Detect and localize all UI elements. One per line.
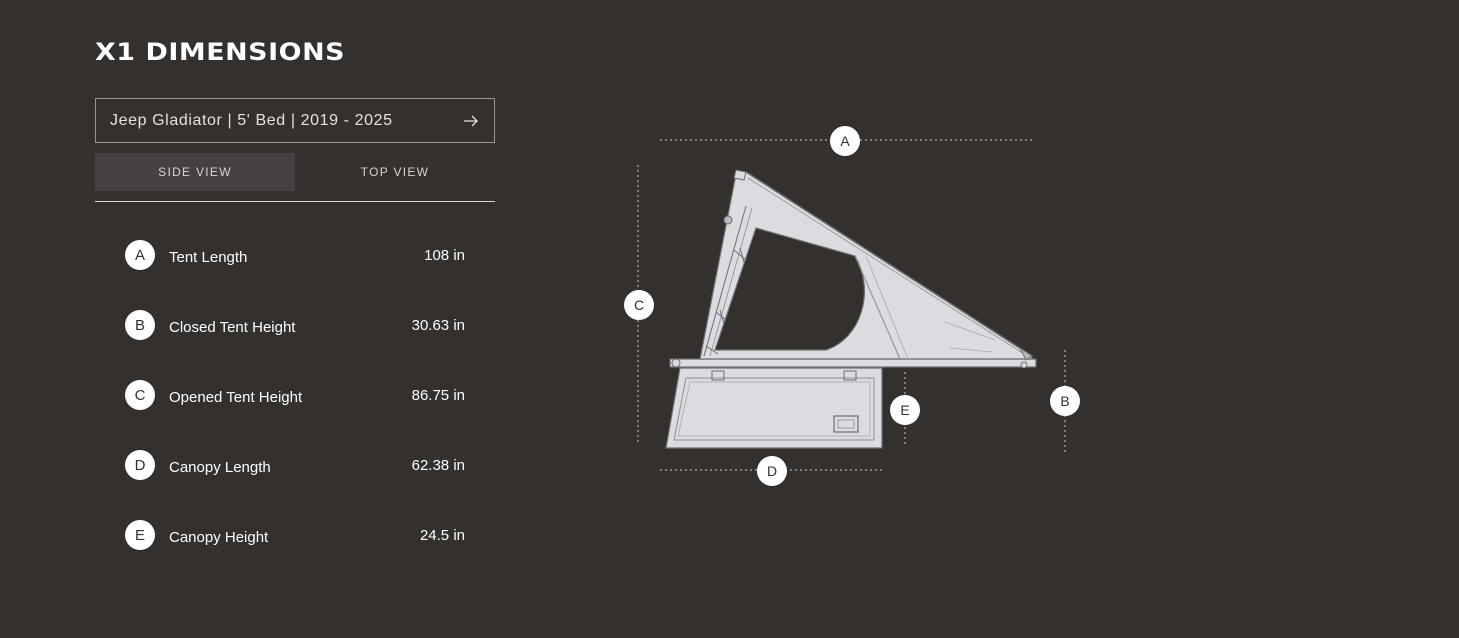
dimension-label: Canopy Height [169,529,269,546]
dimension-value: 62.38 in [411,457,465,474]
tent-drawing [637,139,1066,471]
dimension-value: 86.75 in [411,387,465,404]
dimension-row-c: C Opened Tent Height 86.75 in [125,380,465,450]
vehicle-select-button[interactable]: Jeep Gladiator | 5' Bed | 2019 - 2025 [95,98,495,143]
dimension-label: Closed Tent Height [169,319,296,336]
dimension-badge: D [125,450,155,480]
dimension-label: Opened Tent Height [169,389,303,406]
callout-b: B [1050,386,1080,416]
callout-d: D [757,456,787,486]
dimension-label: Canopy Length [169,459,271,476]
dimension-value: 30.63 in [411,317,465,334]
tab-top-view[interactable]: TOP VIEW [360,165,430,179]
dimension-badge: C [125,380,155,410]
arrow-right-icon [462,114,480,128]
vehicle-select-label: Jeep Gladiator | 5' Bed | 2019 - 2025 [110,111,393,129]
tab-side-view[interactable]: SIDE VIEW [95,153,295,191]
dimension-badge: B [125,310,155,340]
callout-e: E [890,395,920,425]
page-title: X1 DIMENSIONS [95,38,346,66]
dimension-badge: A [125,240,155,270]
tent-side-view-diagram: A C E B D [600,110,1100,500]
canopy-shape [665,367,883,449]
dimension-label: Tent Length [169,249,248,266]
dimension-value: 108 in [424,247,465,264]
dimension-row-e: E Canopy Height 24.5 in [125,520,465,590]
tent-shell [699,169,1033,361]
dimension-row-a: A Tent Length 108 in [125,240,465,310]
dimension-list: A Tent Length 108 in B Closed Tent Heigh… [125,240,465,590]
callout-a: A [830,126,860,156]
dimension-row-d: D Canopy Length 62.38 in [125,450,465,520]
dimension-value: 24.5 in [419,527,465,544]
tent-base-rail [669,358,1037,369]
view-tabs: SIDE VIEW TOP VIEW [95,153,495,202]
dimension-row-b: B Closed Tent Height 30.63 in [125,310,465,380]
dimension-badge: E [125,520,155,550]
callout-c: C [624,290,654,320]
